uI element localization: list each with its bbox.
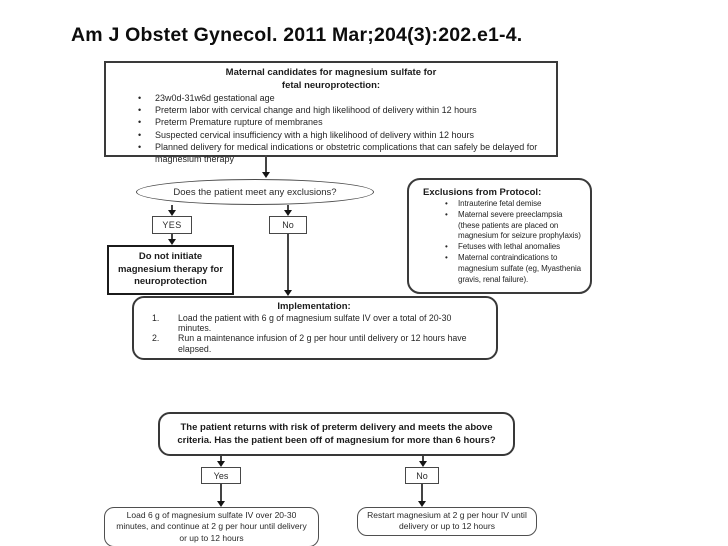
connector-line bbox=[220, 484, 222, 502]
arrow-down-icon bbox=[419, 461, 427, 467]
criteria-bullet: • 23w0d-31w6d gestational age bbox=[114, 92, 548, 104]
step-number: 1. bbox=[152, 312, 160, 323]
yes-label: YES bbox=[162, 220, 182, 230]
bullet-icon: • bbox=[138, 129, 142, 140]
exclusions-box: Exclusions from Protocol: • Intrauterine… bbox=[407, 178, 592, 295]
criteria-bullet: • Preterm Premature rupture of membranes bbox=[114, 116, 548, 128]
connector-line bbox=[422, 456, 424, 462]
arrow-down-icon bbox=[217, 501, 225, 507]
criteria-bullet-text: Preterm labor with cervical change and h… bbox=[155, 105, 477, 116]
criteria-heading-line2: fetal neuroprotection: bbox=[281, 79, 381, 91]
arrow-down-icon bbox=[284, 290, 292, 296]
exclusion-bullet-text: Maternal contraindications to magnesium … bbox=[458, 252, 581, 284]
step-number: 2. bbox=[152, 333, 160, 344]
yes-label-lower: Yes bbox=[213, 470, 229, 481]
connector-line bbox=[220, 456, 222, 462]
bullet-icon: • bbox=[445, 199, 448, 208]
connector-question-to-no bbox=[284, 205, 292, 216]
no-box-lower: No bbox=[405, 467, 439, 484]
yes-box-lower: Yes bbox=[201, 467, 241, 484]
criteria-box: Maternal candidates for magnesium sulfat… bbox=[104, 61, 558, 164]
restart-action-text: Restart magnesium at 2 g per hour IV unt… bbox=[367, 510, 527, 532]
implementation-step: 1. Load the patient with 6 g of magnesiu… bbox=[142, 313, 486, 334]
exclusions-title: Exclusions from Protocol: bbox=[423, 187, 542, 198]
connector-line bbox=[171, 205, 173, 211]
criteria-bullet-text: 23w0d-31w6d gestational age bbox=[155, 93, 275, 103]
arrow-down-icon bbox=[168, 210, 176, 216]
reload-action-box: Load 6 g of magnesium sulfate IV over 20… bbox=[104, 507, 319, 546]
connector-no-to-restart bbox=[418, 484, 426, 507]
no-box: No bbox=[269, 216, 307, 234]
arrow-down-icon bbox=[418, 501, 426, 507]
bullet-icon: • bbox=[445, 242, 448, 252]
exclusion-bullet: • Intrauterine fetal demise bbox=[409, 199, 586, 210]
journal-citation: Am J Obstet Gynecol. 2011 Mar;204(3):202… bbox=[71, 24, 523, 46]
arrow-down-icon bbox=[262, 172, 270, 178]
criteria-bullet-text: Planned delivery for medical indications… bbox=[155, 141, 538, 165]
returns-question-text: The patient returns with risk of preterm… bbox=[177, 422, 496, 446]
connector-line bbox=[287, 205, 289, 211]
step-text: Load the patient with 6 g of magnesium s… bbox=[178, 312, 452, 333]
do-not-initiate-box: Do not initiate magnesium therapy for ne… bbox=[107, 245, 234, 295]
connector-no-to-implementation bbox=[284, 234, 292, 296]
exclusion-bullet: • Fetuses with lethal anomalies bbox=[409, 242, 586, 253]
connector-criteria-to-question bbox=[262, 155, 270, 178]
connector-line bbox=[287, 234, 289, 291]
implementation-box: Implementation: 1. Load the patient with… bbox=[132, 296, 498, 361]
criteria-bullet: • Preterm labor with cervical change and… bbox=[114, 104, 548, 116]
step-text: Run a maintenance infusion of 2 g per ho… bbox=[178, 333, 467, 354]
criteria-bullet: • Planned delivery for medical indicatio… bbox=[114, 141, 548, 165]
bullet-icon: • bbox=[138, 141, 142, 152]
connector-line bbox=[171, 234, 173, 240]
yes-box: YES bbox=[152, 216, 192, 234]
exclusion-bullet-text: Intrauterine fetal demise bbox=[458, 199, 542, 208]
connector-returns-to-no bbox=[419, 456, 427, 467]
connector-question-to-yes bbox=[168, 205, 176, 216]
arrow-down-icon bbox=[284, 210, 292, 216]
restart-action-box: Restart magnesium at 2 g per hour IV unt… bbox=[357, 507, 537, 536]
connector-line bbox=[421, 484, 423, 502]
exclusion-question-text: Does the patient meet any exclusions? bbox=[173, 186, 337, 198]
arrow-down-icon bbox=[217, 461, 225, 467]
connector-yes-to-donot bbox=[168, 234, 176, 245]
criteria-bullet-text: Preterm Premature rupture of membranes bbox=[155, 117, 323, 128]
returns-question-box: The patient returns with risk of preterm… bbox=[158, 412, 515, 456]
bullet-icon: • bbox=[445, 209, 448, 219]
do-not-initiate-text: Do not initiate magnesium therapy for ne… bbox=[117, 251, 224, 287]
connector-yes-to-reload bbox=[217, 484, 225, 507]
exclusion-bullet: • Maternal severe preeclampsia (these pa… bbox=[409, 210, 586, 242]
exclusion-bullet-text: Maternal severe preeclampsia (these pati… bbox=[458, 209, 581, 241]
implementation-title: Implementation: bbox=[277, 301, 351, 312]
exclusion-question-oval: Does the patient meet any exclusions? bbox=[136, 179, 374, 205]
connector-returns-to-yes bbox=[217, 456, 225, 467]
reload-action-text: Load 6 g of magnesium sulfate IV over 20… bbox=[116, 510, 307, 543]
no-label-lower: No bbox=[416, 470, 428, 481]
criteria-bullet-text: Suspected cervical insufficiency with a … bbox=[155, 129, 475, 140]
exclusion-bullet-text: Fetuses with lethal anomalies bbox=[458, 242, 561, 252]
bullet-icon: • bbox=[138, 105, 142, 116]
connector-line bbox=[265, 155, 267, 173]
exclusion-bullet: • Maternal contraindications to magnesiu… bbox=[409, 253, 586, 285]
criteria-bullet: • Suspected cervical insufficiency with … bbox=[114, 129, 548, 141]
no-label: No bbox=[282, 220, 294, 230]
bullet-icon: • bbox=[138, 93, 142, 103]
implementation-step: 2. Run a maintenance infusion of 2 g per… bbox=[142, 333, 486, 354]
bullet-icon: • bbox=[138, 117, 142, 128]
bullet-icon: • bbox=[445, 252, 448, 262]
arrow-down-icon bbox=[168, 239, 176, 245]
criteria-heading-line1: Maternal candidates for magnesium sulfat… bbox=[225, 67, 437, 78]
